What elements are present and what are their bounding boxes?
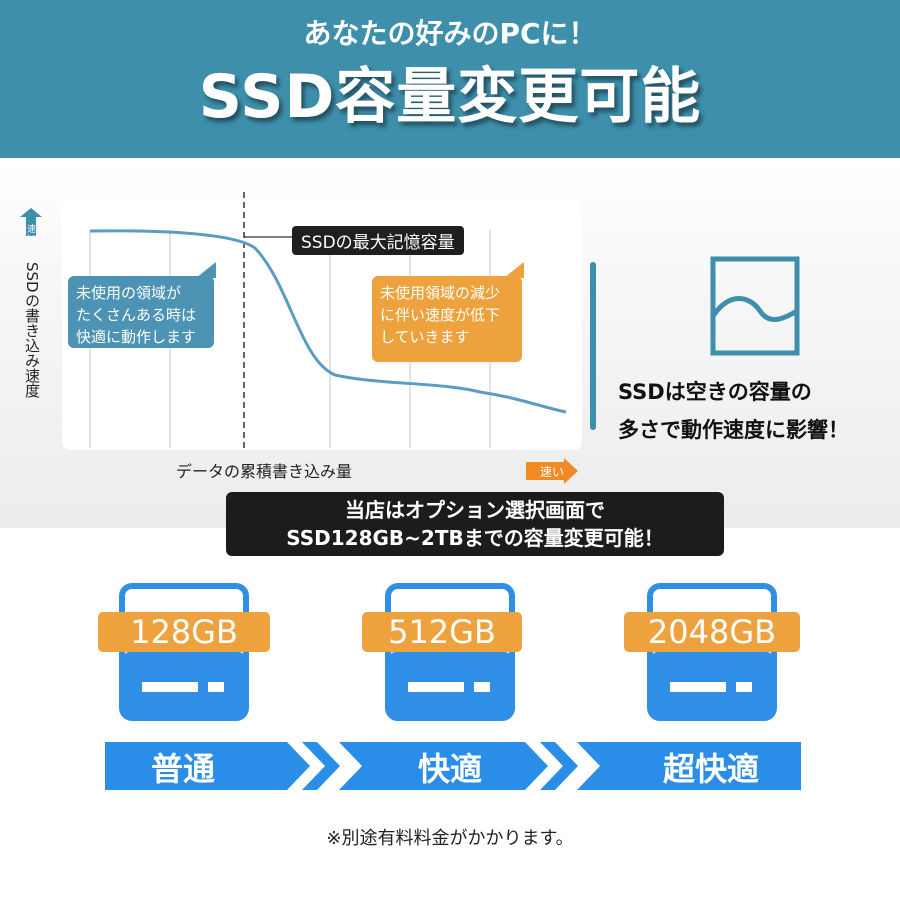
side-note-line2: 多さで動作速度に影響！ [618, 418, 849, 442]
bubble-blue-tail [196, 262, 216, 278]
x-fast-badge: 速い [540, 465, 565, 479]
speed-arrow-bar [105, 742, 801, 790]
speed-label-normal: 普通 [150, 750, 215, 788]
up-arrow-icon [20, 208, 42, 236]
bubble-left-line3: 快適に動作します [76, 328, 197, 346]
speed-label-comfortable: 快適 [417, 750, 482, 788]
capacity-label-128: 128GB [98, 612, 270, 652]
side-note-line1: SSDは空きの容量の [618, 380, 812, 404]
right-arrow-icon [526, 458, 578, 484]
capacity-label-512: 512GB [362, 612, 522, 652]
bubble-plenty-free-space: 未使用の領域が たくさんある時は 快適に動作します [68, 276, 214, 348]
capacity-label-2048: 2048GB [624, 612, 800, 652]
footnote: ※別途有料料金がかかります。 [326, 828, 574, 849]
max-capacity-label: SSDの最大記憶容量 [292, 226, 464, 255]
bubble-right-line2: に伴い速度が低下 [380, 306, 501, 324]
divider-bar [590, 262, 596, 430]
speed-curve [89, 229, 567, 414]
bubble-right-line3: していきます [380, 328, 470, 346]
banner-line1: 当店はオプション選択画面で [345, 498, 605, 522]
bubble-left-line1: 未使用の領域が [76, 284, 182, 302]
header-subtitle: あなたの好みのPCに！ [303, 17, 597, 50]
y-fast-badge: 速い [25, 224, 35, 242]
header-banner: あなたの好みのPCに！ SSD容量変更可能 [0, 0, 900, 158]
bubble-right-line1: 未使用領域の減少 [380, 284, 501, 302]
speed-label-very-comfortable: 超快適 [662, 750, 759, 788]
header-title: SSD容量変更可能 [198, 62, 702, 132]
y-axis-label: SSDの書き込み速度 [23, 262, 41, 398]
x-axis-label: データの累積書き込み量 [176, 462, 353, 481]
speed-graph-icon [710, 256, 800, 356]
bubble-decreasing-space: 未使用領域の減少 に伴い速度が低下 していきます [372, 276, 522, 362]
drive-icon-2048 [647, 583, 777, 721]
bubble-left-line2: たくさんある時は [76, 306, 197, 324]
bubble-orange-tail [504, 262, 524, 278]
drive-icon-512 [385, 583, 515, 721]
option-banner: 当店はオプション選択画面で SSD128GB~2TBまでの容量変更可能！ [226, 492, 724, 556]
banner-line2: SSD128GB~2TBまでの容量変更可能！ [286, 526, 664, 550]
drive-icon-128 [119, 583, 249, 721]
